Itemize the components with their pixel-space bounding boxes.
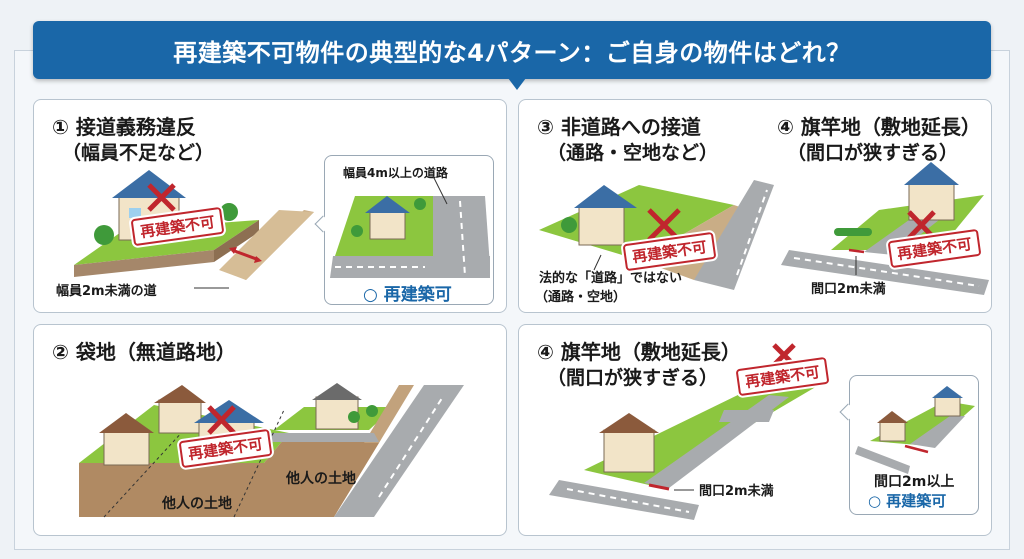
pattern-title: 非道路への接道: [560, 115, 701, 139]
panel-flagpole-lot: ④ 旗竿地（敷地延長） （間口が狭すぎる） 再建築不可 間口2m未満 間口2m以…: [518, 324, 992, 536]
title-pointer: [508, 78, 526, 90]
ok-rebuild-label: ○ 再建築可: [363, 285, 452, 305]
ok-example-bubble: 幅員4m以上の道路 ○ 再建築可: [314, 155, 494, 305]
pattern-subtitle: （幅員不足など）: [62, 142, 215, 164]
panel-non-road-and-flagpole: ③ 非道路への接道 （通路・空地など） 再建築不可 法的な「道路」ではない （通…: [518, 99, 992, 313]
non-road-note-sub: （通路・空地）: [535, 290, 627, 305]
panel-road-frontage-violation: ① 接道義務違反 （幅員不足など） 再建築不可 幅員2m未満の道 幅員4m以上の…: [33, 99, 507, 313]
pattern-number: ④: [537, 340, 554, 364]
pattern-title: 袋地（無道路地）: [75, 340, 236, 364]
ok-example-bubble: 間口2m以上 ○ 再建築可: [839, 375, 979, 515]
pattern-number: ②: [52, 340, 69, 364]
panel-heading: ② 袋地（無道路地）: [52, 339, 236, 365]
pattern-subtitle: （間口が狭すぎる）: [787, 142, 959, 164]
panel-heading: ④ 旗竿地（敷地延長）: [537, 339, 741, 365]
pattern-title: 旗竿地（敷地延長）: [800, 115, 981, 139]
page-title: 再建築不可物件の典型的な4パターン：ご自身の物件はどれ？: [33, 21, 991, 79]
wide-road-label: 幅員4m以上の道路: [343, 166, 448, 180]
others-land-label-1: 他人の土地: [162, 496, 232, 512]
landlocked-illustration: [79, 383, 464, 518]
panel-heading: ① 接道義務違反: [52, 114, 196, 140]
wide-frontage-label: 間口2m以上: [874, 474, 955, 490]
narrow-road-label: 幅員2m未満の道: [56, 284, 157, 299]
wide-road-illustration: [330, 175, 490, 278]
pattern-title: 接道義務違反: [75, 115, 196, 139]
others-land-label-2: 他人の土地: [286, 471, 356, 487]
pattern-number: ④: [777, 115, 794, 139]
flagpole-small-illustration: [781, 162, 989, 295]
frontage-label: 間口2m未満: [811, 282, 886, 297]
pattern-number: ③: [537, 115, 554, 139]
ok-rebuild-label: ○ 再建築可: [868, 492, 947, 510]
panel-heading-flagpole: ④ 旗竿地（敷地延長）: [777, 114, 981, 140]
wide-frontage-illustration: [855, 386, 975, 474]
panel-landlocked: ② 袋地（無道路地） 再建築不可 他人の土地 他人の土地: [33, 324, 507, 536]
non-road-note: 法的な「道路」ではない: [539, 271, 683, 286]
panel-heading: ③ 非道路への接道: [537, 114, 701, 140]
pattern-number: ①: [52, 115, 69, 139]
frontage-label: 間口2m未満: [699, 484, 774, 499]
pattern-title: 旗竿地（敷地延長）: [560, 340, 741, 364]
pattern-subtitle: （間口が狭すぎる）: [547, 367, 719, 389]
pattern-subtitle: （通路・空地など）: [547, 142, 719, 164]
